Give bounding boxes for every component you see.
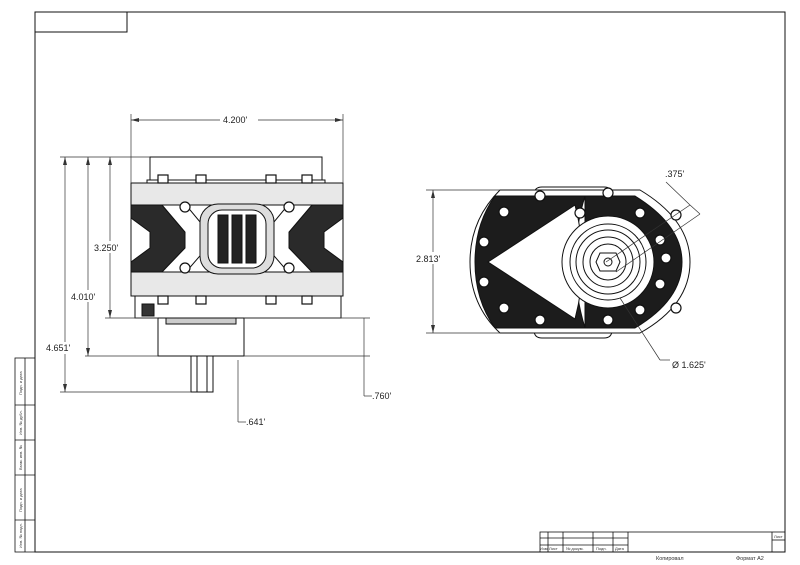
strip-label-4: Подп. и дата xyxy=(18,488,23,512)
tb-format: Формат A2 xyxy=(736,556,764,562)
front-arrows xyxy=(431,190,435,333)
tb-label-1: Изм xyxy=(540,546,548,551)
front-view-bolts xyxy=(478,187,682,326)
side-arrows xyxy=(63,118,343,392)
tb-label-3: № докум. xyxy=(566,546,584,551)
side-view-bolts xyxy=(157,174,313,305)
tb-label-4: Подп. xyxy=(596,546,607,551)
dim-side-h2: 4.010' xyxy=(71,292,96,302)
dim-side-width: 4.200' xyxy=(223,115,248,125)
tb-sheet-label: Лист xyxy=(774,534,783,539)
top-left-stamp-box xyxy=(34,11,128,33)
tb-label-2: Лист xyxy=(549,546,558,551)
strip-label-2: Инв. № дубл. xyxy=(18,410,23,435)
tb-copied: Копировал xyxy=(656,556,684,562)
left-strip-labels: Подп. и дата Инв. № дубл. Взам. инв. № П… xyxy=(18,371,23,548)
dim-front-diameter: Ø 1.625' xyxy=(672,360,706,370)
front-dimension-lines xyxy=(426,181,701,361)
dim-side-h3: 4.651' xyxy=(46,343,71,353)
tb-label-5: Дата xyxy=(615,546,625,551)
front-view-part xyxy=(469,186,691,339)
dim-side-offset: .760' xyxy=(372,391,392,401)
strip-label-3: Взам. инв. № xyxy=(18,445,23,470)
left-strip xyxy=(14,357,36,553)
dim-front-height: 2.813' xyxy=(416,254,441,264)
drawing-frame xyxy=(34,11,786,553)
dim-side-shaft: .641' xyxy=(246,417,266,427)
strip-label-1: Подп. и дата xyxy=(18,371,23,395)
strip-label-5: Инв. № подл. xyxy=(18,523,23,548)
side-view-part xyxy=(130,156,344,393)
title-block xyxy=(539,531,786,553)
dim-side-h1: 3.250' xyxy=(94,243,119,253)
dim-front-small: .375' xyxy=(665,169,685,179)
